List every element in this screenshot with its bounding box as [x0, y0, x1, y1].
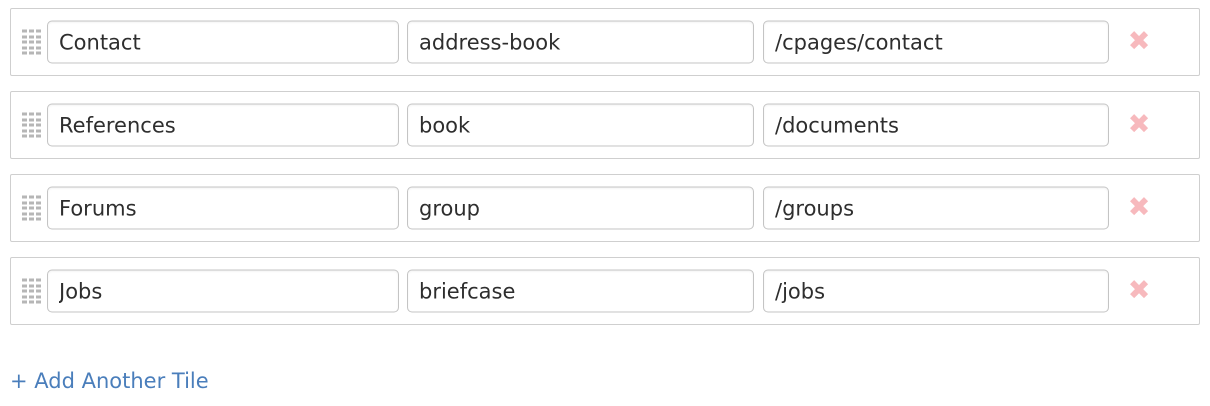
drag-handle-icon[interactable]	[22, 278, 41, 304]
table-row[interactable]: ✖	[10, 8, 1200, 76]
remove-tile-button[interactable]: ✖	[1121, 273, 1157, 309]
tile-icon-input[interactable]	[407, 186, 754, 230]
tile-title-input[interactable]	[47, 103, 399, 147]
tile-icon-input[interactable]	[407, 20, 754, 64]
tile-title-input[interactable]	[47, 20, 399, 64]
tile-list: ✖ ✖ ✖ ✖	[10, 8, 1200, 340]
table-row[interactable]: ✖	[10, 257, 1200, 325]
table-row[interactable]: ✖	[10, 91, 1200, 159]
tile-title-input[interactable]	[47, 269, 399, 313]
drag-handle-icon[interactable]	[22, 195, 41, 221]
drag-handle-icon[interactable]	[22, 112, 41, 138]
drag-handle-icon[interactable]	[22, 29, 41, 55]
table-row[interactable]: ✖	[10, 174, 1200, 242]
tile-path-input[interactable]	[763, 269, 1109, 313]
tile-path-input[interactable]	[763, 103, 1109, 147]
tile-icon-input[interactable]	[407, 103, 754, 147]
tile-icon-input[interactable]	[407, 269, 754, 313]
remove-tile-button[interactable]: ✖	[1121, 190, 1157, 226]
remove-tile-button[interactable]: ✖	[1121, 24, 1157, 60]
add-another-tile-link[interactable]: + Add Another Tile	[10, 369, 209, 393]
tile-path-input[interactable]	[763, 186, 1109, 230]
tile-path-input[interactable]	[763, 20, 1109, 64]
tile-title-input[interactable]	[47, 186, 399, 230]
remove-tile-button[interactable]: ✖	[1121, 107, 1157, 143]
